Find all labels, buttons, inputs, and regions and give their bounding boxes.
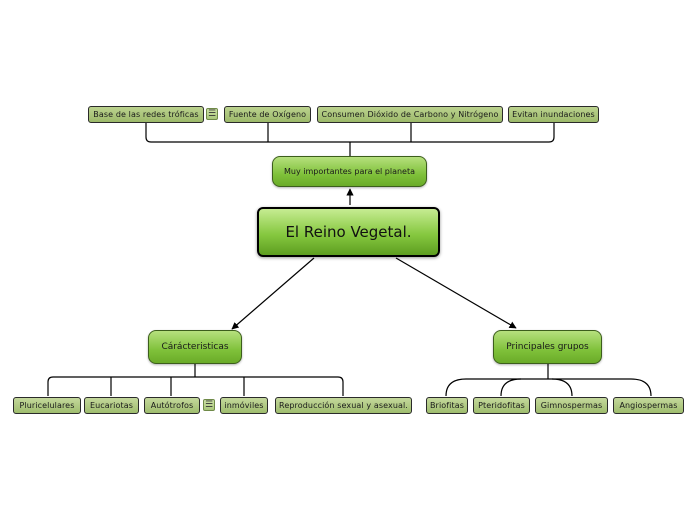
note-icon[interactable]: ☰	[203, 399, 215, 411]
group-label: Briofitas	[429, 401, 465, 410]
characteristic-label: Pluricelulares	[19, 401, 75, 410]
characteristic-label: inmóviles	[224, 401, 264, 410]
importance-item-oxigeno[interactable]: Fuente de Oxígeno	[224, 106, 311, 123]
importance-item-label: Fuente de Oxígeno	[228, 110, 307, 119]
group-label: Angiospermas	[619, 401, 678, 410]
root-node-label: El Reino Vegetal.	[285, 223, 412, 241]
characteristics-node[interactable]: Cárácteristicas	[148, 330, 242, 364]
characteristic-eucariotas[interactable]: Eucariotas	[84, 397, 139, 414]
group-label: Pteridofitas	[478, 401, 525, 410]
characteristic-label: Autótrofos	[150, 401, 194, 410]
group-gimnospermas[interactable]: Gimnospermas	[535, 397, 608, 414]
root-node[interactable]: El Reino Vegetal.	[257, 207, 440, 257]
group-briofitas[interactable]: Briofitas	[426, 397, 468, 414]
characteristic-label: Eucariotas	[89, 401, 134, 410]
importance-item-inundaciones[interactable]: Evitan inundaciones	[508, 106, 599, 123]
importance-item-dioxido[interactable]: Consumen Dióxido de Carbono y Nitrógeno	[317, 106, 503, 123]
group-label: Gimnospermas	[540, 401, 603, 410]
importance-node[interactable]: Muy importantes para el planeta	[272, 156, 427, 187]
groups-node-label: Principales grupos	[506, 342, 589, 352]
group-pteridofitas[interactable]: Pteridofitas	[473, 397, 530, 414]
characteristic-pluricelulares[interactable]: Pluricelulares	[13, 397, 81, 414]
importance-item-label: Consumen Dióxido de Carbono y Nitrógeno	[321, 110, 499, 119]
importance-item-label: Base de las redes tróficas	[93, 110, 199, 119]
characteristic-label: Reproducción sexual y asexual.	[279, 401, 408, 410]
characteristic-reproduccion[interactable]: Reproducción sexual y asexual.	[275, 397, 412, 414]
note-icon[interactable]: ☰	[206, 108, 218, 120]
importance-item-redes-troficas[interactable]: Base de las redes tróficas	[88, 106, 204, 123]
importance-node-label: Muy importantes para el planeta	[283, 167, 416, 176]
group-angiospermas[interactable]: Angiospermas	[613, 397, 684, 414]
characteristic-autotrofos[interactable]: Autótrofos	[144, 397, 200, 414]
groups-node[interactable]: Principales grupos	[493, 330, 602, 364]
importance-item-label: Evitan inundaciones	[512, 110, 595, 119]
characteristics-node-label: Cárácteristicas	[161, 342, 229, 352]
characteristic-inmoviles[interactable]: inmóviles	[220, 397, 268, 414]
